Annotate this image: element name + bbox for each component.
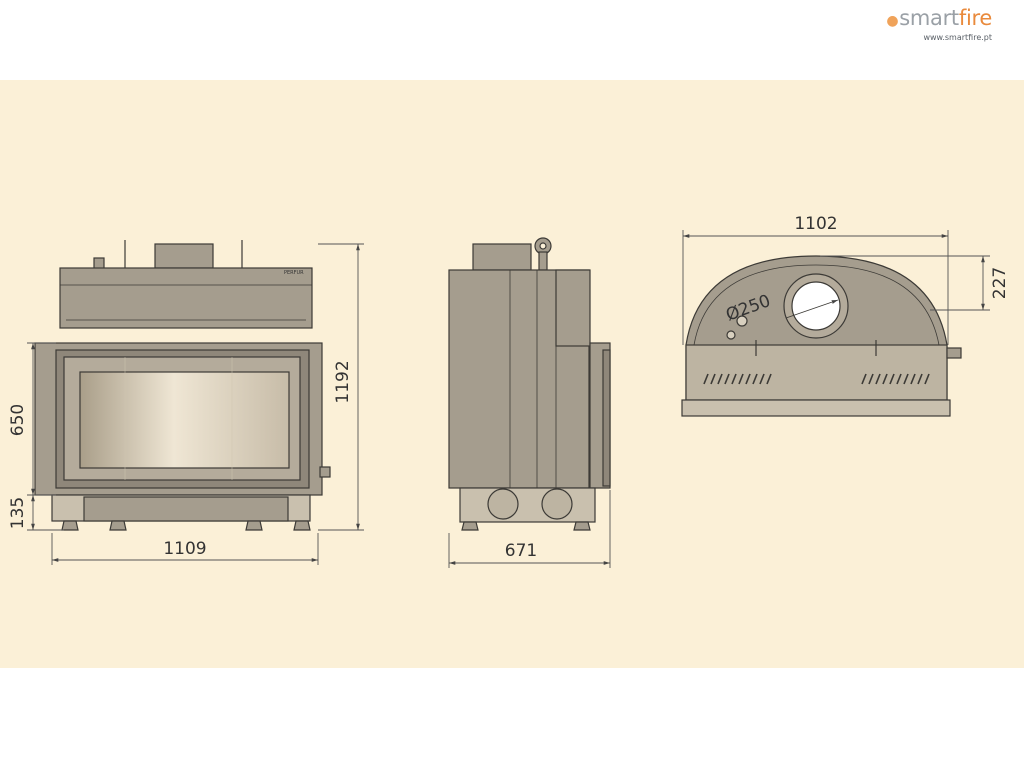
top-side-knob	[946, 347, 962, 359]
top-front-panel	[685, 344, 948, 401]
logo-brand-plain: smart	[899, 6, 959, 30]
front-foot-2	[109, 520, 127, 531]
logo-wordmark: ●smartfire	[886, 6, 992, 33]
side-dimensions	[448, 490, 611, 568]
front-base-height-label: 135	[8, 497, 28, 529]
top-port-2	[726, 330, 736, 340]
front-glass	[79, 371, 290, 469]
front-flue-collar	[154, 243, 214, 269]
top-vents-left	[703, 373, 772, 385]
front-foot-1	[61, 520, 79, 531]
top-width-label: 1102	[794, 214, 837, 234]
logo-url: www.smartfire.pt	[923, 33, 992, 42]
side-depth-label: 671	[505, 541, 537, 561]
logo-brand-accent: fire	[958, 6, 992, 30]
front-width-label: 1109	[163, 539, 206, 559]
side-air-inlet-1	[487, 488, 519, 520]
front-dimensions	[27, 243, 364, 565]
top-dimensions	[682, 230, 990, 345]
front-hood	[59, 267, 313, 329]
front-door-height-label: 650	[8, 404, 28, 436]
front-maker-mark: PERFUR	[284, 270, 304, 276]
side-foot-2	[573, 521, 591, 531]
side-flue-collar	[472, 243, 532, 271]
front-height-label: 1192	[333, 360, 353, 403]
side-base	[459, 487, 596, 523]
side-air-inlet-2	[541, 488, 573, 520]
top-depth-label: 227	[990, 267, 1010, 299]
smartfire-logo[interactable]: ●smartfire www.smartfire.pt	[886, 6, 992, 42]
top-port-1	[736, 315, 748, 327]
flame-icon: ●	[886, 13, 899, 29]
side-view	[448, 237, 611, 531]
front-view: PERFUR	[34, 240, 331, 531]
front-foot-4	[293, 520, 311, 531]
top-flue-opening	[791, 281, 841, 331]
top-view	[681, 255, 962, 417]
front-side-knob	[319, 466, 331, 478]
side-hood	[555, 269, 591, 347]
top-vents-right	[861, 373, 930, 385]
top-base-plate	[681, 399, 951, 417]
side-foot-1	[461, 521, 479, 531]
front-foot-3	[245, 520, 263, 531]
